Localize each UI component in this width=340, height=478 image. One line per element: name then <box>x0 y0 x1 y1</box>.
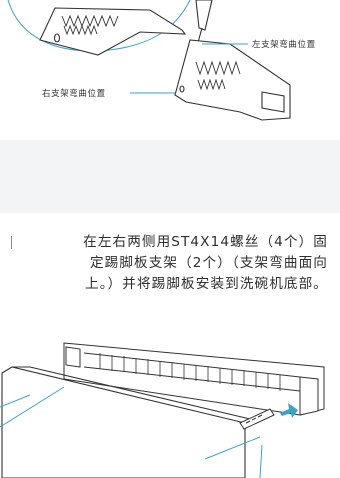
instruction-marker <box>11 236 12 249</box>
mounting-clip <box>239 408 275 430</box>
instruction-line-1: 在左右两侧用ST4X14螺丝（4个）固 <box>83 234 328 250</box>
screwdriver-icon <box>195 0 213 47</box>
instruction-line-3: 上。）并将踢脚板安装到洗碗机底部。 <box>85 276 328 292</box>
instruction-text: 在左右两侧用ST4X14螺丝（4个）固 定踢脚板支架（2个）（支架弯曲面向 上。… <box>22 232 328 295</box>
kickplate-illustration <box>0 342 325 478</box>
instruction-line-2: 定踢脚板支架（2个）（支架弯曲面向 <box>89 255 328 271</box>
left-bracket-bend-label: 左支架弯曲位置 <box>252 39 316 50</box>
gray-band <box>0 140 340 213</box>
callout-lines <box>0 386 263 478</box>
right-bracket-bend-label: 右支架弯曲位置 <box>42 88 106 99</box>
zoomed-bracket <box>39 7 187 56</box>
main-bracket <box>174 39 291 121</box>
bracket-illustration: 左支架弯曲位置 右支架弯曲位置 <box>7 0 316 121</box>
dishwasher-base <box>63 342 325 416</box>
arrow-right-icon <box>280 403 298 418</box>
kick-plate <box>1 366 251 478</box>
